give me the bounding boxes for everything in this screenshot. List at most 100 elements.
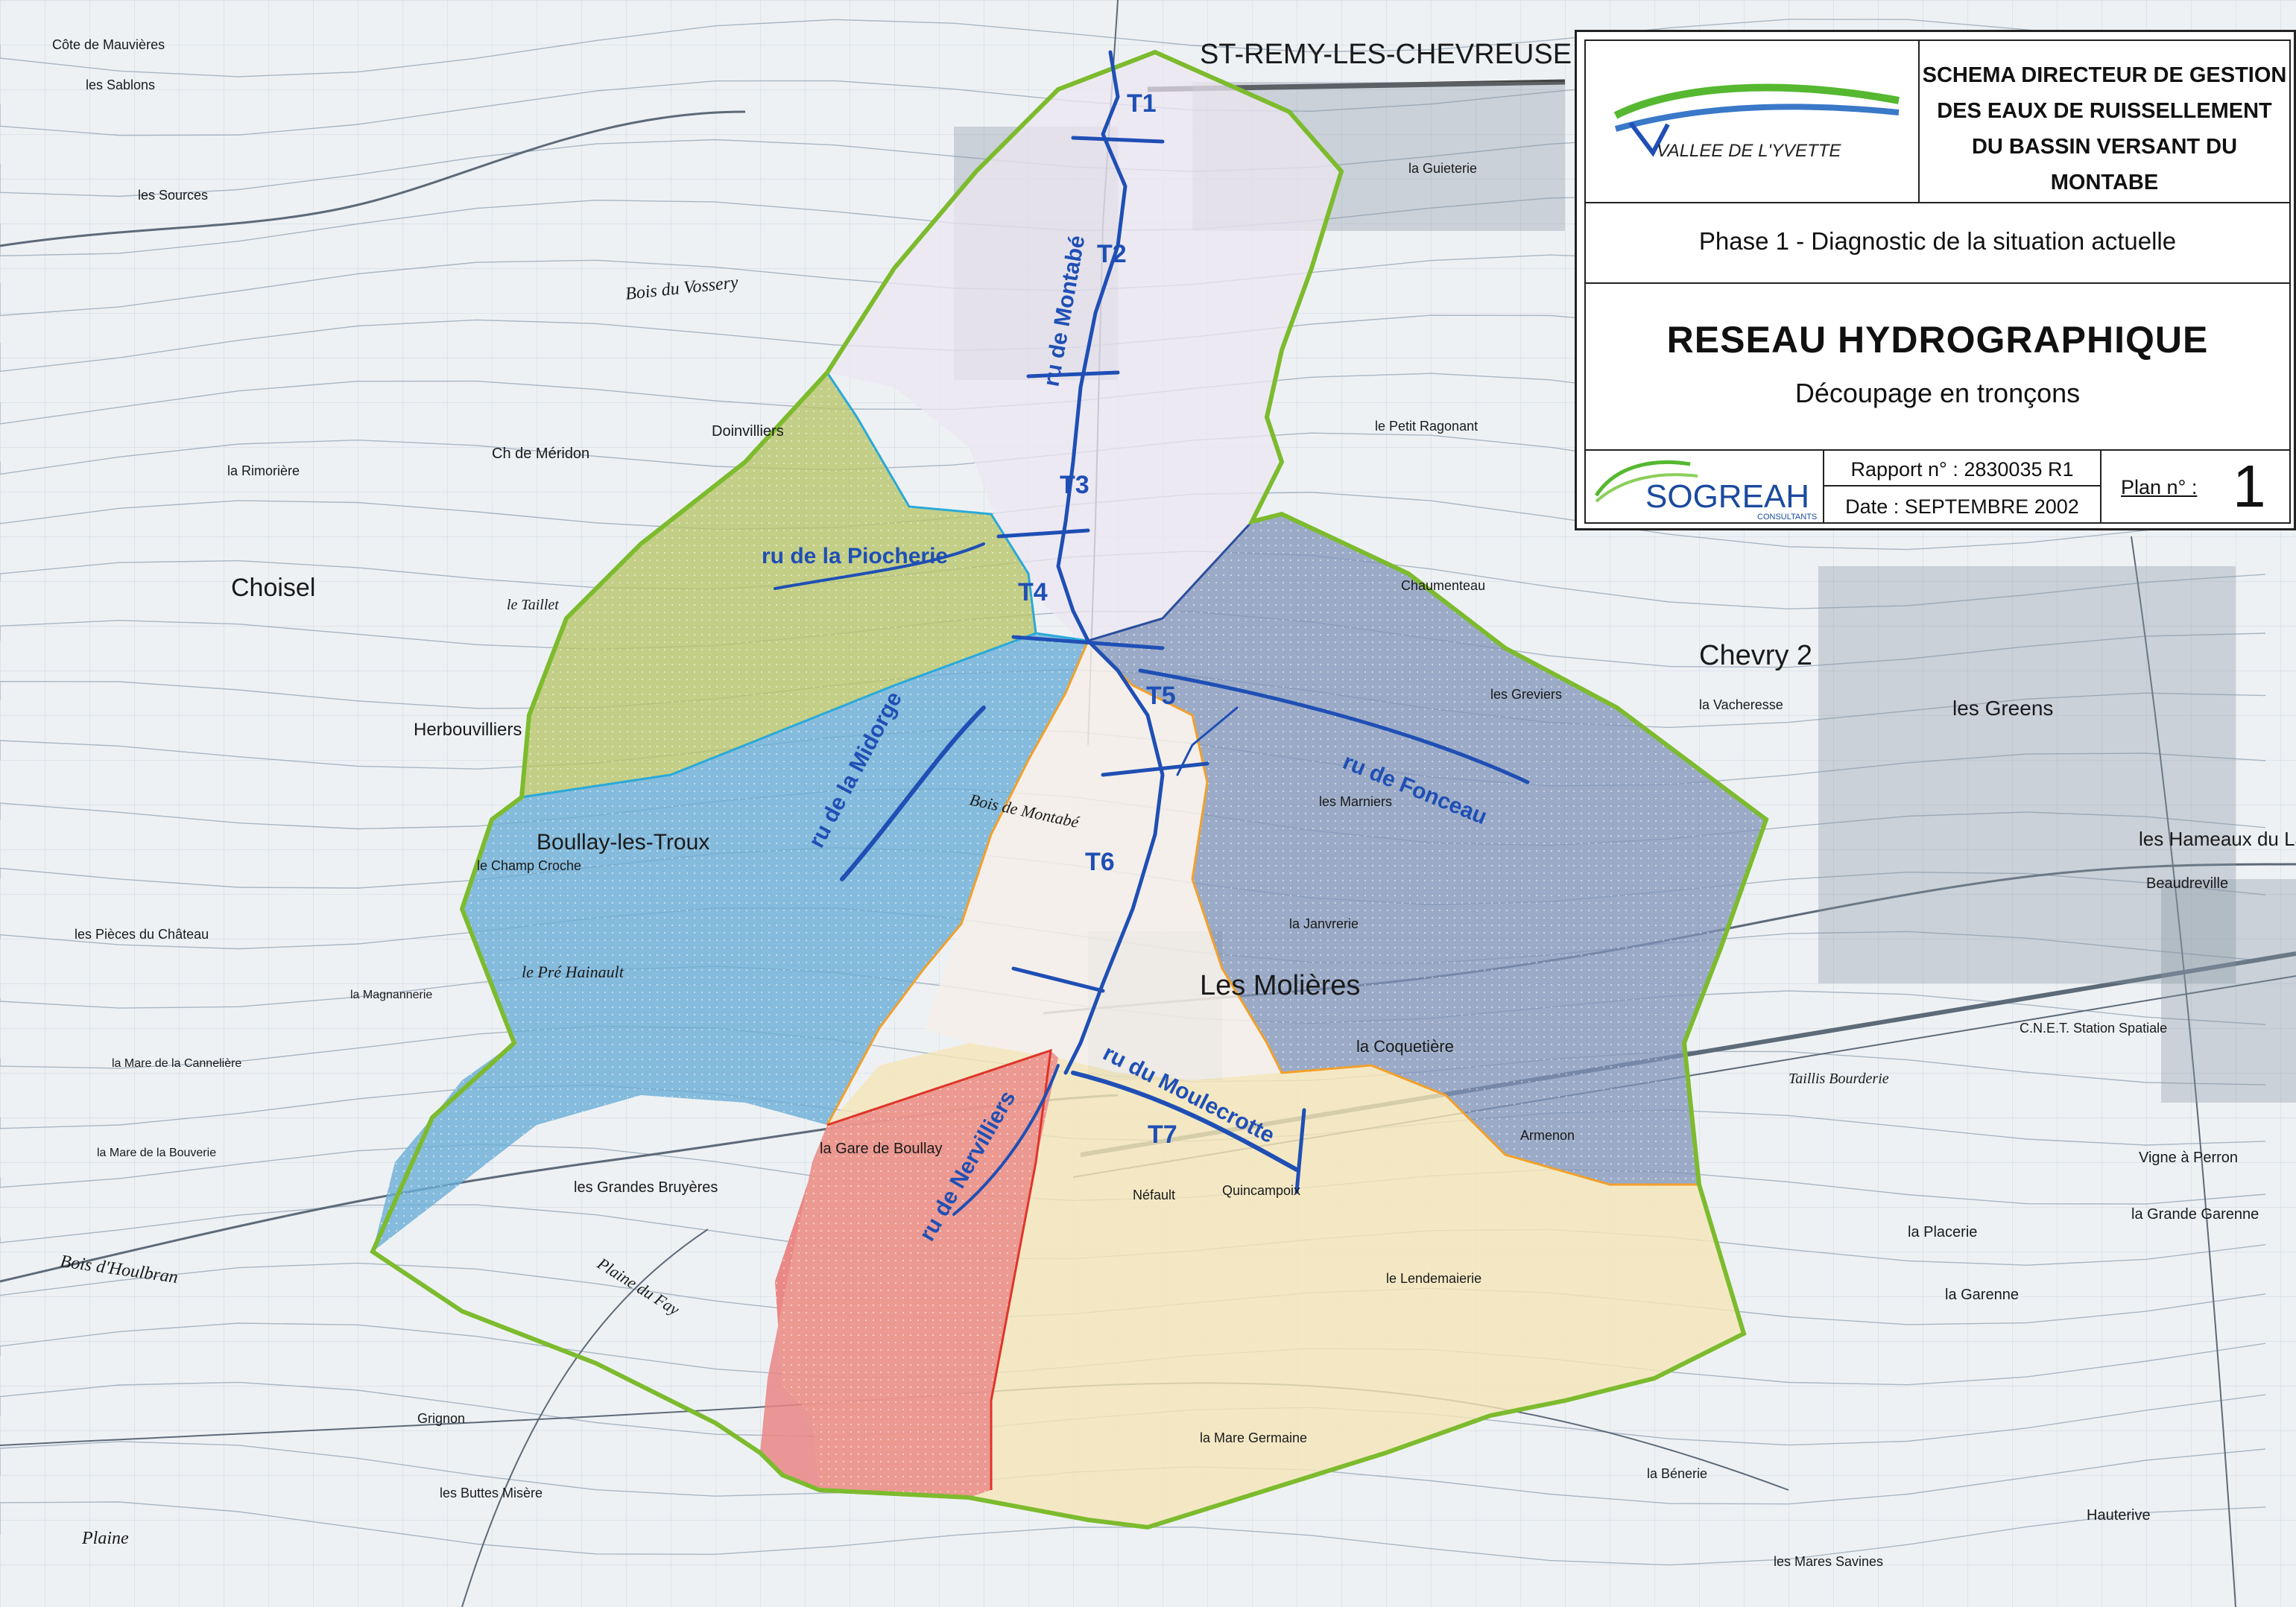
ru-de-nervilliers: [952, 1064, 1060, 1216]
place-les-hameaux: les Hameaux du Lavoir: [2139, 828, 2296, 850]
place-la-janvrerie: la Janvrerie: [1289, 916, 1359, 931]
urban-east: [2161, 879, 2296, 1103]
section-label-t6: T6: [1085, 848, 1115, 876]
place-la-benerie: la Bénerie: [1647, 1466, 1707, 1481]
ru-de-montabe: [1056, 50, 1165, 1075]
title-line-1: SCHEMA DIRECTEUR DE GESTION: [1922, 63, 2287, 87]
main-title-cell: RESEAU HYDROGRAPHIQUE Découpage en tronç…: [1584, 282, 2291, 451]
zone-midorge-texture: [373, 633, 1088, 1252]
place-mare-cannelieres: la Mare de la Cannelière: [112, 1057, 241, 1070]
vallee-yvette-logo: VALLEE DE L'YVETTE: [1613, 83, 1900, 161]
place-magnannerie: la Magnannerie: [350, 989, 432, 1001]
zone-nervilliers-edge: [760, 1125, 827, 1490]
place-les-molieres: Les Molières: [1200, 970, 1360, 1001]
section-labels: T1 T2 T3 T4 T5 T6 T7: [1018, 89, 1177, 1149]
consultant-logo-text: SOGREAH: [1645, 478, 1809, 515]
place-pieces-chateau: les Pièces du Château: [75, 927, 209, 942]
boundary-nervilliers: [826, 1048, 1052, 1490]
ru-de-fonceau: [1138, 668, 1530, 785]
internal-boundaries: [521, 372, 1699, 1490]
section-label-t2: T2: [1097, 240, 1127, 268]
place-chevry: Chevry 2: [1699, 640, 1812, 671]
place-la-coquetiere: la Coquetière: [1356, 1037, 1454, 1056]
place-names: ST-REMY-LES-CHEVREUSE Choisel Chevry 2 L…: [52, 37, 2296, 1569]
place-herbouvilliers: Herbouvilliers: [414, 720, 522, 740]
place-doinvilliers: Doinvilliers: [712, 423, 784, 440]
plan-cell: Plan n° : 1: [2100, 449, 2291, 524]
plan-number: 1: [2233, 453, 2266, 519]
contour-line: [0, 1501, 2266, 1566]
date-text: Date : SEPTEMBRE 2002: [1845, 495, 2079, 518]
place-les-greviers: les Greviers: [1490, 687, 1562, 702]
place-taillis-bourderie: Taillis Bourderie: [1789, 1071, 1889, 1087]
rapport-cell: Rapport n° : 2830035 R1: [1823, 449, 2101, 486]
section-break-t7-end: [1294, 1108, 1306, 1194]
section-break-t2-t3: [1026, 370, 1120, 378]
client-logo-text: VALLEE DE L'YVETTE: [1657, 141, 1841, 161]
place-plaine: Plaine: [81, 1529, 129, 1548]
place-gare-de-boullay: la Gare de Boullay: [820, 1141, 943, 1157]
place-chaumenteau: Chaumenteau: [1401, 578, 1485, 593]
sogreah-logo: SOGREAH CONSULTANTS: [1594, 460, 1817, 522]
zone-fonceau-texture: [1088, 514, 1766, 1185]
place-beaudreville: Beaudreville: [2146, 875, 2228, 892]
title-lines-cell: SCHEMA DIRECTEUR DE GESTION DES EAUX DE …: [1918, 39, 2291, 203]
section-label-t4: T4: [1018, 578, 1048, 606]
logo-green-swoosh: [1613, 83, 1900, 119]
section-break-t1-t2: [1071, 136, 1165, 144]
boundary-fonceau-north: [1087, 520, 1253, 642]
section-break-t4-t5: [1011, 635, 1165, 650]
ru-de-la-midorge: [840, 706, 986, 881]
road-sw: [461, 1229, 709, 1607]
title-line-2: DES EAUX DE RUISSELLEMENT: [1937, 99, 2272, 123]
place-les-sources: les Sources: [138, 188, 208, 203]
boundary-fonceau-south: [1087, 639, 1699, 1186]
zone-montabe-upper: [827, 52, 1341, 648]
label-ru-de-la-piocherie: ru de la Piocherie: [762, 544, 948, 568]
plan-label: Plan n° :: [2121, 476, 2198, 498]
place-champ-croche: le Champ Croche: [477, 858, 581, 873]
place-petit-ragonant: le Petit Ragonant: [1375, 419, 1478, 434]
boundary-midorge-montabe: [826, 640, 1090, 1126]
place-les-sablons: les Sablons: [86, 77, 155, 92]
logo-v-mark: [1628, 121, 1670, 157]
phase-text: Phase 1 - Diagnostic de la situation act…: [1698, 227, 2177, 255]
place-la-vacheresse: la Vacheresse: [1699, 697, 1783, 712]
boundary-piocherie-midorge: [521, 632, 1089, 799]
road-n306: [0, 110, 746, 247]
urban-chevry: [1818, 566, 2236, 983]
ru-du-moulecrotte: [1071, 1071, 1299, 1172]
section-break-t3-t4: [996, 528, 1090, 539]
section-label-t1: T1: [1127, 89, 1157, 118]
zone-nervilliers-texture: [775, 1050, 1058, 1497]
zone-piocherie-texture: [522, 373, 1036, 797]
place-boullay-les-troux: Boullay-les-Troux: [537, 830, 709, 855]
ru-de-la-piocherie: [774, 542, 985, 590]
place-pre-hainault: le Pré Hainault: [522, 963, 624, 981]
section-label-t7: T7: [1148, 1121, 1177, 1149]
client-logo-cell: VALLEE DE L'YVETTE: [1584, 39, 1920, 203]
subtitle: Découpage en tronçons: [1794, 378, 2081, 408]
logo-blue-swoosh: [1614, 104, 1900, 132]
place-vigne-a-perron: Vigne à Perron: [2139, 1150, 2238, 1166]
place-grandes-bruyeres: les Grandes Bruyères: [574, 1179, 718, 1196]
place-mare-bouverie: la Mare de la Bouverie: [97, 1147, 216, 1159]
boundary-piocherie-north: [826, 372, 1037, 634]
sub-catchments: [373, 52, 1766, 1527]
place-mares-savines: les Mares Savines: [1774, 1554, 1883, 1569]
place-la-garenne: la Garenne: [1945, 1287, 2019, 1303]
phase-cell: Phase 1 - Diagnostic de la situation act…: [1584, 202, 2291, 284]
place-hauterive: Hauterive: [2087, 1507, 2151, 1524]
section-label-t5: T5: [1146, 682, 1176, 710]
main-title: RESEAU HYDROGRAPHIQUE: [1666, 319, 2209, 361]
sogreah-swoosh-1: [1594, 460, 1691, 497]
sogreah-swoosh-2: [1595, 473, 1698, 503]
section-break-t5-t6: [1101, 761, 1209, 777]
consultant-logo-cell: SOGREAH CONSULTANTS: [1584, 449, 1824, 524]
stream-network: [774, 50, 1530, 1216]
section-label-t3: T3: [1060, 471, 1090, 499]
place-la-guieterie: la Guieterie: [1408, 161, 1477, 176]
place-grignon: Grignon: [417, 1411, 465, 1426]
place-les-greens: les Greens: [1952, 697, 2053, 720]
title-block: VALLEE DE L'YVETTE SCHEMA DIRECTEUR DE G…: [1575, 30, 2296, 530]
